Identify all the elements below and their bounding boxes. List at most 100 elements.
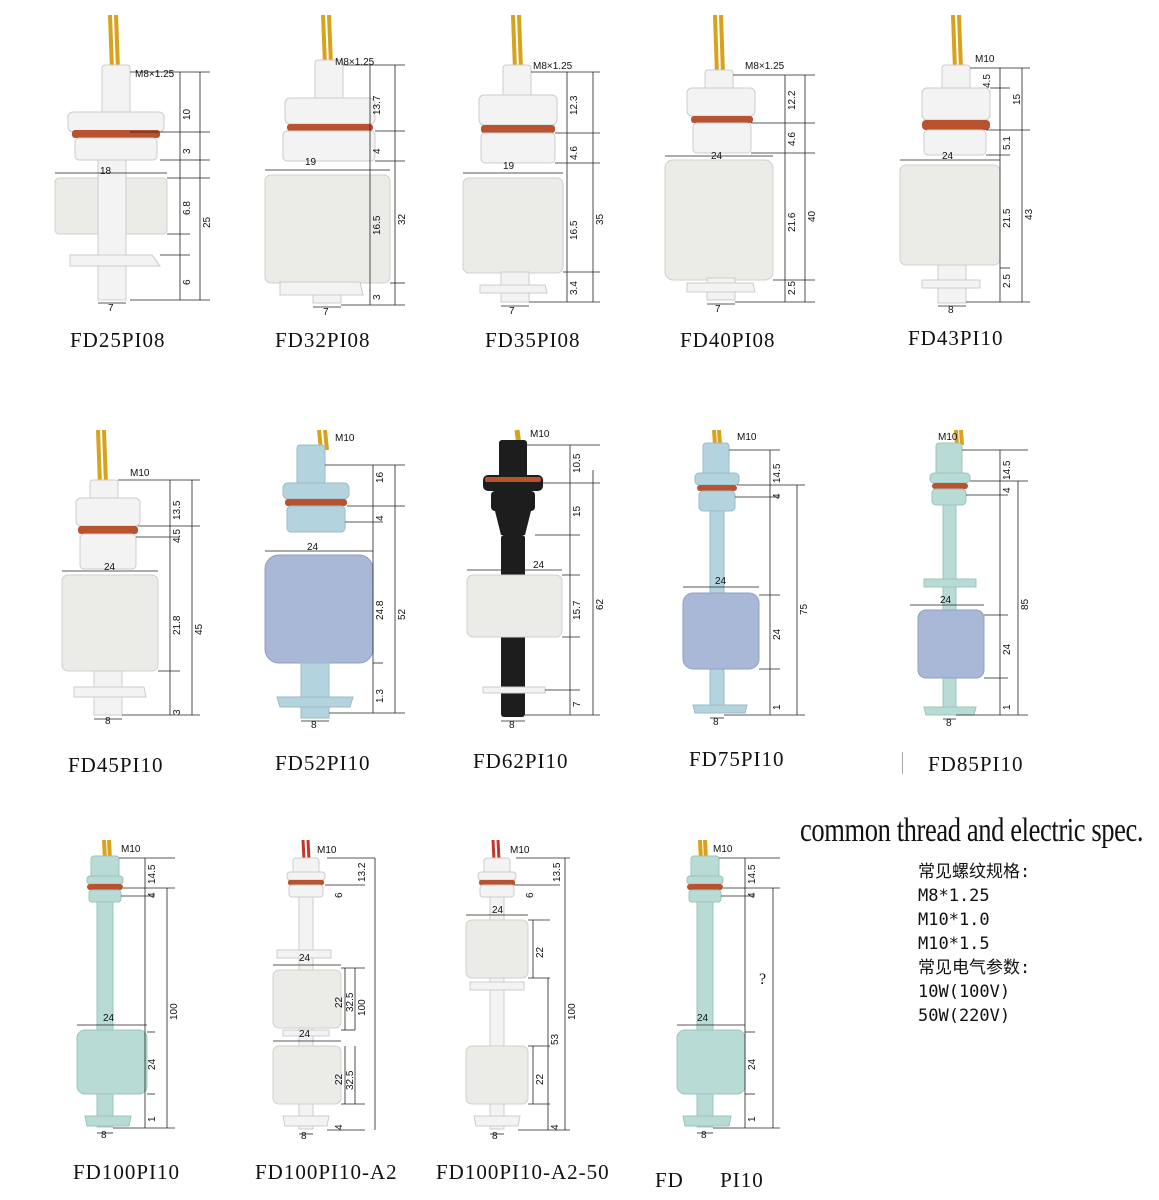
thread-label: M10 — [121, 844, 141, 855]
model-label: FD45PI10 — [68, 753, 164, 777]
fd75pi10-drawing — [682, 429, 805, 719]
fd40pi08-drawing — [664, 14, 815, 305]
model-label: FD100PI10-A2 — [255, 1160, 398, 1184]
dim-label: 7 — [715, 304, 721, 315]
dim-label: 19 — [305, 157, 317, 168]
dim-label: 21.5 — [1002, 208, 1013, 228]
dim-label: 6 — [182, 279, 193, 285]
thread-label: M8×1.25 — [533, 61, 573, 72]
product-fd35pi08: M8×1.25 12.3 4.6 16.5 35 3.4 19 7 FD35PI… — [455, 10, 655, 360]
model-label: FD52PI10 — [275, 751, 371, 775]
dim-label: 8 — [301, 1131, 307, 1142]
dim-label: 100 — [169, 1003, 180, 1020]
dim-label: 2.5 — [787, 281, 798, 295]
dim-label: 75 — [799, 603, 810, 615]
fd100pi10-a2-drawing — [272, 839, 376, 1135]
dim-label: 10 — [182, 108, 193, 120]
thread-label: M8×1.25 — [335, 57, 375, 68]
dim-label: 3.4 — [569, 281, 580, 295]
spec-line: 常见螺纹规格: — [918, 862, 1031, 882]
dim-label: 22 — [334, 996, 345, 1008]
dim-label: 7 — [323, 307, 329, 318]
dim-label: 52 — [397, 608, 408, 620]
dim-label: 1 — [747, 1116, 758, 1122]
product-fd85pi10: M10 14.5 4 85 24 1 24 8 FD85PI10 — [890, 425, 1110, 785]
product-fd32pi08: M8×1.25 13.7 4 16.5 32 3 19 7 FD32PI08 — [255, 10, 455, 360]
fd35pi08-drawing — [462, 14, 600, 307]
dim-label: 4 — [147, 892, 158, 898]
dim-label: 13.5 — [552, 862, 563, 882]
dim-label: 10.5 — [572, 453, 583, 473]
thread-label: M10 — [335, 433, 355, 444]
dim-label: 62 — [595, 598, 606, 610]
spec-list: 常见螺纹规格: M8*1.25 M10*1.0 M10*1.5 常见电气参数: … — [918, 860, 1030, 1028]
dim-label: 32 — [397, 213, 408, 225]
thread-label: M10 — [737, 432, 757, 443]
dim-label: 4.6 — [787, 132, 798, 146]
dim-label: 14.5 — [1002, 460, 1013, 480]
fd52pi10-drawing — [264, 429, 405, 722]
dim-label: 24 — [299, 953, 311, 964]
spec-line: M10*1.5 — [918, 934, 990, 954]
dim-label: 8 — [948, 305, 954, 316]
thread-label: M10 — [317, 845, 337, 856]
thread-label: M10 — [510, 845, 530, 856]
dim-label: 100 — [357, 999, 368, 1016]
dim-label: 13.2 — [357, 862, 368, 882]
dim-label: 4 — [772, 493, 783, 499]
model-label: FD PI10 — [655, 1168, 764, 1192]
dim-label: 24 — [299, 1029, 311, 1040]
dim-label: 24 — [533, 560, 545, 571]
dim-label: 1 — [1002, 704, 1013, 710]
model-label: FD62PI10 — [473, 749, 569, 773]
model-label: FD25PI08 — [70, 328, 166, 352]
dim-label: 3 — [182, 148, 193, 154]
dim-label: 24 — [1002, 643, 1013, 655]
fd32pi08-drawing — [264, 14, 405, 308]
product-fd100pi10-a2: M10 13.2 6 22 32.5 100 22 32.5 4 24 24 8… — [255, 839, 455, 1200]
product-fd100pi10-a2-50: M10 13.5 6 22 100 53 22 4 24 8 FD100PI10… — [436, 839, 650, 1200]
separator — [902, 752, 903, 774]
dim-label: 2.5 — [1002, 274, 1013, 288]
dim-label: 15 — [1012, 93, 1023, 105]
model-label: FD100PI10-A2-50 — [436, 1160, 610, 1184]
fd-pi10-drawing — [676, 839, 780, 1134]
thread-label: M10 — [530, 429, 550, 440]
model-label: FD85PI10 — [928, 752, 1024, 776]
product-fd75pi10: M10 14.5 4 75 24 1 24 8 FD75PI10 — [665, 425, 865, 785]
dim-label: 40 — [807, 210, 818, 222]
dim-label: 12.2 — [787, 90, 798, 110]
dim-label: 45 — [194, 623, 205, 635]
spec-line: 10W(100V) — [918, 982, 1011, 1002]
thread-label: M10 — [130, 468, 150, 479]
dim-label: 4 — [375, 515, 386, 521]
dim-label: 85 — [1020, 598, 1031, 610]
fd100pi10-a2-50-drawing — [465, 839, 570, 1135]
dim-label: 13.7 — [372, 95, 383, 115]
dim-label: 16.5 — [372, 215, 383, 235]
dim-label: 18 — [100, 166, 112, 177]
model-label: FD35PI08 — [485, 328, 581, 352]
product-fd52pi10: M10 16 4 24.8 52 1.3 24 8 FD52PI10 — [255, 425, 455, 785]
dim-label: 22 — [535, 946, 546, 958]
dim-label: 24 — [147, 1058, 158, 1070]
dim-label: 35 — [595, 213, 606, 225]
dim-label: 8 — [713, 717, 719, 728]
fd45pi10-drawing — [61, 429, 200, 720]
dim-label: 7 — [572, 701, 583, 707]
product-fd100pi10: M10 14.5 4 100 24 1 24 8 FD100PI10 — [55, 839, 255, 1200]
product-fd-pi10: M10 14.5 4 ? 24 1 24 8 FD PI10 — [655, 839, 855, 1200]
dim-label: 32.5 — [345, 1070, 356, 1090]
dim-label: 14.5 — [772, 463, 783, 483]
dim-label: 24 — [747, 1058, 758, 1070]
dim-label: 22 — [334, 1073, 345, 1085]
dim-label: 6.8 — [182, 201, 193, 215]
dim-label: 19 — [503, 161, 515, 172]
dim-label: 16 — [375, 471, 386, 483]
dim-label: 5.1 — [1002, 136, 1013, 150]
dim-label: 53 — [550, 1033, 561, 1045]
dim-label: 4.5 — [982, 74, 993, 88]
fd85pi10-drawing — [910, 429, 1028, 720]
dim-label: 15 — [572, 505, 583, 517]
model-label: FD43PI10 — [908, 326, 1004, 350]
